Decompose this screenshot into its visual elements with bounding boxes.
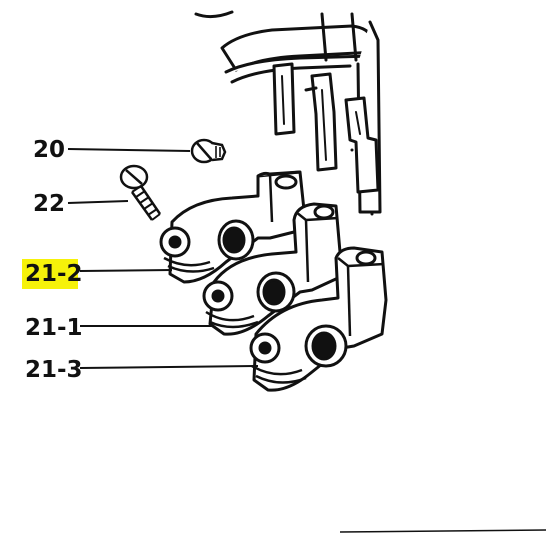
leader-20 xyxy=(67,148,191,152)
page-edge xyxy=(339,529,546,533)
leader-22 xyxy=(67,200,129,204)
highlight-21-2 xyxy=(22,259,78,289)
callout-20: 20 xyxy=(33,137,65,163)
callout-21-1: 21-1 xyxy=(25,315,83,341)
screw-22 xyxy=(119,164,162,221)
leader-lines xyxy=(67,148,259,369)
screw-20 xyxy=(190,138,227,164)
clamp-21-2 xyxy=(159,170,306,284)
clamp-21-3 xyxy=(249,246,388,392)
leader-21-3 xyxy=(79,365,259,369)
leader-21-2 xyxy=(79,269,173,272)
clamp-21-1 xyxy=(202,202,342,336)
callout-22: 22 xyxy=(33,191,65,217)
callout-21-2: 21-2 xyxy=(25,261,83,287)
upper-mechanism xyxy=(194,10,382,216)
callout-21-3: 21-3 xyxy=(25,357,83,383)
